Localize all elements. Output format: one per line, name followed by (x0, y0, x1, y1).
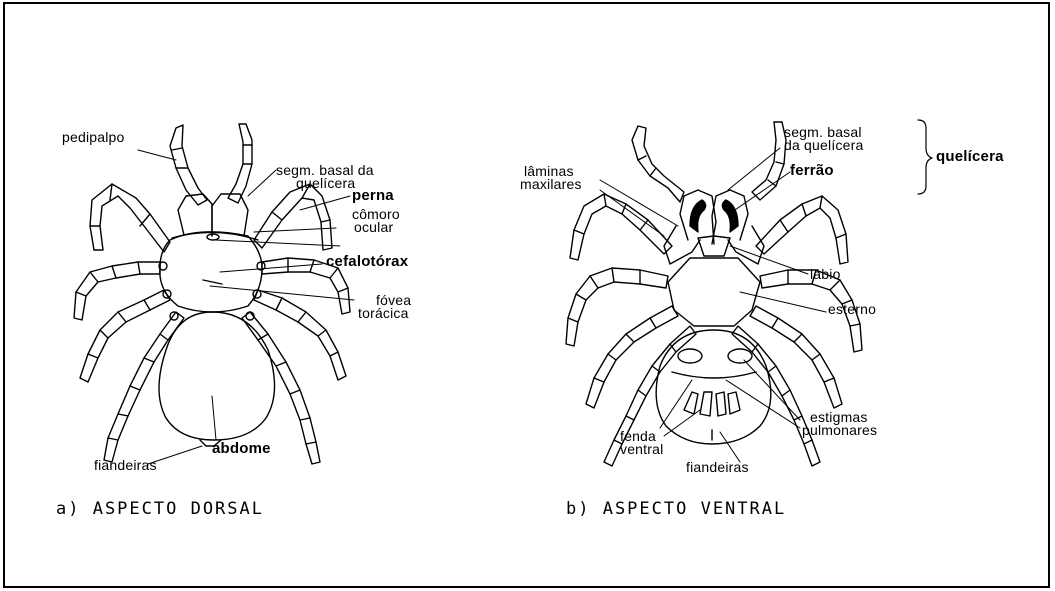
dorsal-pedipalp-left (170, 125, 207, 205)
caption-aspecto-dorsal: a) ASPECTO DORSAL (56, 499, 264, 519)
dorsal-leg-right-3 (254, 290, 346, 380)
quelicera-brace (918, 120, 932, 194)
label-laminas-line2: maxilares (520, 178, 582, 191)
label-fovea-toracica: fóvea torácica (358, 294, 411, 320)
label-fiandeiras-dorsal: fiandeiras (94, 459, 157, 472)
ventral-leg-left-1 (570, 194, 672, 260)
caption-aspecto-ventral: b) ASPECTO VENTRAL (566, 499, 786, 519)
label-quelicera: quelícera (936, 150, 1004, 163)
label-estigmas-pulmonares: estigmas pulmonares (802, 411, 877, 437)
label-estigmas-line2: pulmonares (802, 424, 877, 437)
label-labio: lábio (810, 268, 841, 281)
label-comoro-line2: ocular (352, 221, 400, 234)
ventral-abdomen (656, 330, 771, 444)
label-pedipalpo: pedipalpo (62, 131, 125, 144)
ventral-fang-right (722, 200, 738, 232)
dorsal-abdomen (159, 312, 275, 440)
label-fiandeiras-ventral: fiandeiras (686, 461, 749, 474)
ventral-leg-right-3 (750, 306, 842, 408)
label-esterno: esterno (828, 303, 876, 316)
dorsal-leg-left-1 (90, 184, 170, 252)
ventral-leg-left-2 (566, 268, 668, 346)
label-abdome: abdome (212, 442, 271, 455)
dorsal-carapace (160, 232, 262, 312)
label-fenda-line2: ventral (620, 443, 663, 456)
label-ferrao: ferrão (790, 164, 834, 177)
dorsal-leg-left-3 (80, 290, 170, 382)
label-perna: perna (352, 189, 394, 202)
label-cefalotorax: cefalotórax (326, 255, 408, 268)
ventral-pedipalp-right (752, 122, 786, 200)
label-laminas-maxilares: lâminas maxilares (520, 165, 582, 191)
label-comoro-ocular: cômoro ocular (352, 208, 400, 234)
label-segm-basal-ventral-line2: da quelícera (784, 139, 863, 152)
ventral-leg-right-4 (732, 326, 820, 466)
label-fenda-ventral: fenda ventral (620, 430, 663, 456)
ventral-spinneret-1 (684, 392, 698, 414)
dorsal-leg-right-1 (254, 184, 332, 250)
ventral-spinneret-2 (700, 392, 712, 416)
ventral-spinneret-4 (728, 392, 740, 414)
ventral-sternum (668, 258, 760, 326)
dorsal-chelicera-right (212, 194, 248, 236)
label-segm-basal-ventral: segm. basal da quelícera (784, 126, 863, 152)
ventral-pedipalp-left (632, 126, 684, 202)
label-fovea-line2: torácica (358, 307, 411, 320)
ventral-spinneret-3 (716, 392, 726, 416)
ventral-fang-left (690, 200, 706, 232)
